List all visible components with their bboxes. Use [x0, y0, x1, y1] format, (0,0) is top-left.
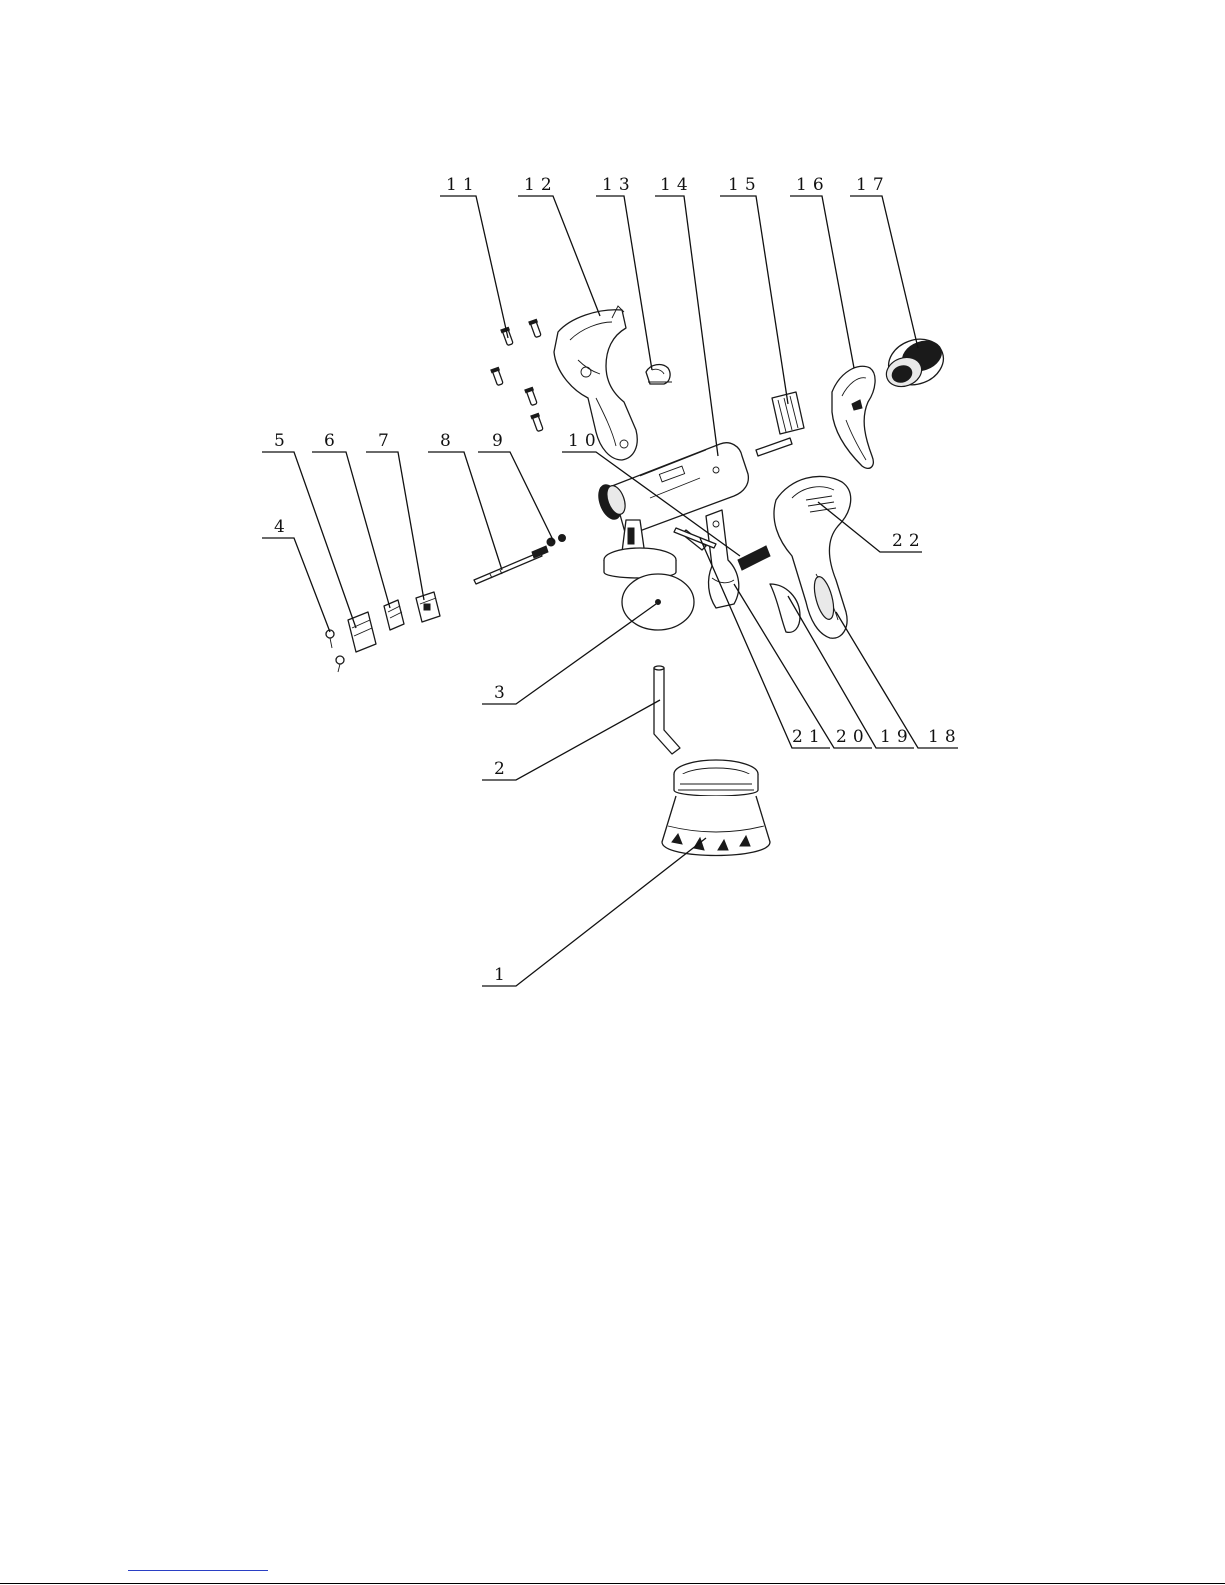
part-gasket-disc — [622, 574, 694, 630]
part-o-rings — [547, 535, 566, 547]
callout-8: 8 — [440, 431, 457, 451]
part-bracket — [756, 392, 804, 456]
leader-19 — [788, 596, 914, 748]
callout-2: 2 — [494, 759, 511, 779]
callout-13: 13 — [602, 175, 636, 195]
callout-11: 11 — [446, 175, 480, 195]
part-block-7 — [416, 592, 440, 622]
leader-6 — [312, 452, 390, 608]
leader-14 — [655, 196, 718, 456]
callout-16: 16 — [796, 175, 830, 195]
part-suction-tube — [654, 666, 680, 754]
callout-5: 5 — [274, 431, 291, 451]
leader-12 — [518, 196, 600, 316]
leader-20 — [734, 584, 872, 748]
callout-4: 4 — [274, 517, 291, 537]
callout-14: 14 — [660, 175, 694, 195]
leader-11 — [440, 196, 508, 338]
callout-9: 9 — [492, 431, 509, 451]
leader-16 — [790, 196, 854, 368]
callout-12: 12 — [524, 175, 558, 195]
leader-15 — [720, 196, 788, 404]
part-small-clip — [646, 365, 672, 384]
part-valve-lever — [706, 510, 739, 608]
leader-4 — [262, 538, 330, 632]
callout-22: 22 — [892, 531, 926, 551]
part-needle — [474, 546, 548, 584]
leader-1 — [482, 838, 706, 986]
callout-6: 6 — [324, 431, 341, 451]
part-block-6 — [384, 600, 404, 630]
part-trigger — [832, 366, 875, 468]
part-small-screws — [326, 630, 344, 672]
part-screws — [491, 319, 544, 432]
callout-20: 20 — [836, 727, 870, 747]
callout-1: 1 — [494, 965, 511, 985]
callout-18: 18 — [928, 727, 962, 747]
callout-21: 21 — [792, 727, 826, 747]
callout-3: 3 — [494, 683, 511, 703]
callout-labels: 11 12 13 14 15 16 17 5 6 7 8 9 10 4 22 2… — [274, 175, 962, 985]
leader-17 — [850, 196, 918, 348]
leader-9 — [478, 452, 554, 542]
callout-19: 19 — [880, 727, 914, 747]
leader-8 — [428, 452, 502, 570]
leader-7 — [366, 452, 424, 600]
leader-5 — [262, 452, 356, 628]
callout-17: 17 — [856, 175, 890, 195]
footer-rule — [0, 1583, 1225, 1584]
footer-link-underline — [128, 1570, 268, 1571]
callout-15: 15 — [728, 175, 762, 195]
callout-10: 10 — [568, 431, 602, 451]
part-container — [662, 760, 770, 856]
callout-7: 7 — [378, 431, 395, 451]
